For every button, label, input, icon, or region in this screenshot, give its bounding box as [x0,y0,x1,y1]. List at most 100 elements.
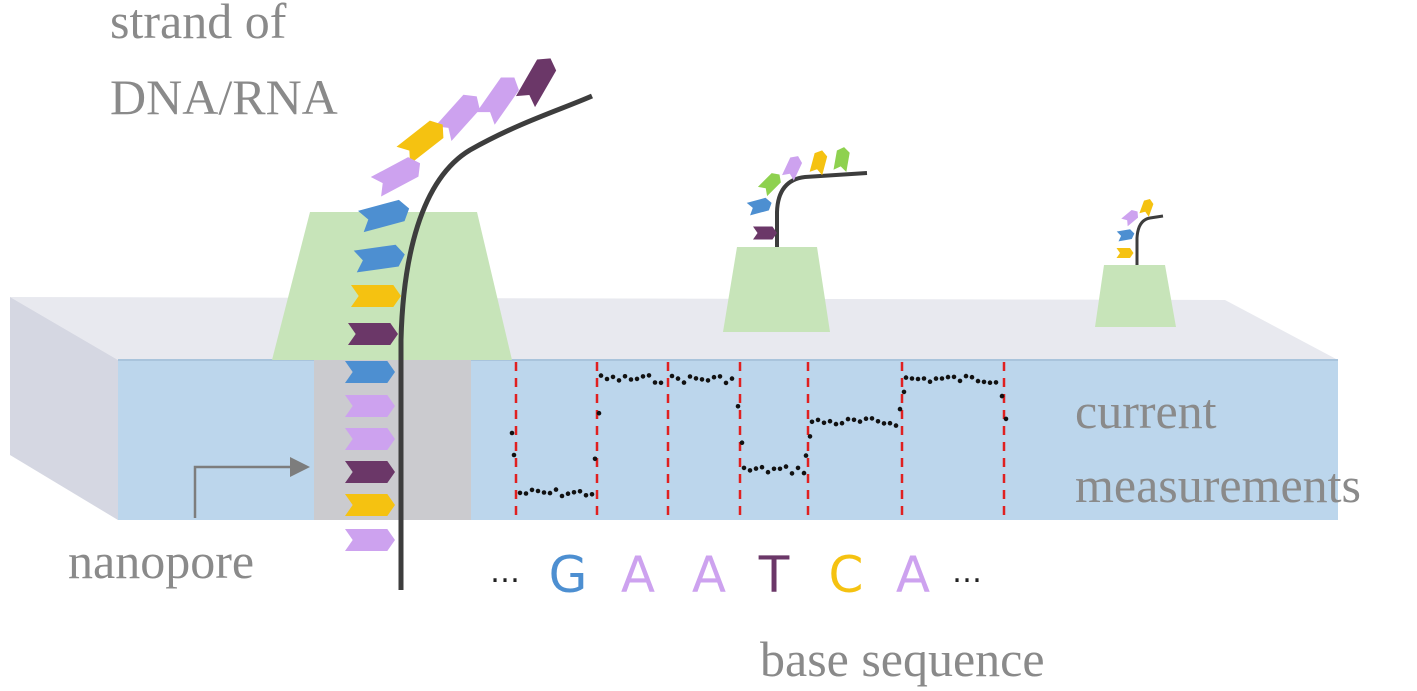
signal-dot [975,378,981,384]
signal-dot [839,420,845,426]
signal-dot [523,491,529,496]
signal-dot [801,470,807,476]
base-letter: T [758,546,790,604]
nucleotide-base [345,395,395,417]
signal-dot [511,452,517,458]
signal-dot [517,490,523,496]
signal-dot [957,378,963,384]
strand-label-line1: strand of [110,0,287,49]
strand-3-bases [1116,199,1154,258]
nucleotide-base [345,529,395,551]
signal-dot [699,377,705,382]
nucleotide-base [1116,229,1135,242]
signal-dot [771,466,777,472]
nucleotide-base [753,226,777,240]
signal-dot [541,490,547,495]
signal-dot [945,374,951,380]
signal-dot [729,376,735,381]
signal-dot [693,376,699,381]
signal-dot [553,487,559,492]
strand-label-line2: DNA/RNA [110,69,338,125]
signal-dot [921,376,927,381]
nucleotide-base [345,361,395,383]
base-letter: A [896,546,930,604]
nucleotide-base [476,77,519,125]
signal-dot [795,465,801,471]
signal-dot [658,380,664,386]
nucleotide-base [515,58,557,108]
signal-dot [821,420,827,426]
signal-dot [897,406,903,412]
signal-dot [807,434,813,439]
signal-dot [951,374,957,380]
signal-dot [999,393,1005,399]
signal-dot [628,377,634,382]
nucleotide-base [353,244,405,273]
signal-dot [717,374,723,379]
signal-dot [1003,416,1009,422]
signal-dot [652,380,658,385]
base-letter: G [549,546,588,604]
current-label-line1: current [1075,383,1217,439]
signal-dot [869,416,875,421]
signal-dot [887,420,893,426]
signal-dot [851,417,857,423]
signal-dot [893,423,899,428]
signal-dot [777,466,783,472]
pore-2-protein [723,247,830,332]
sequence-ellipsis-left: … [490,555,520,590]
signal-dot [803,453,809,458]
signal-dot [687,374,693,379]
signal-dot [711,374,717,380]
signal-dot [759,464,765,470]
signal-dot [993,380,999,385]
signal-dot [669,373,675,379]
signal-dot [881,421,887,426]
signal-dot [981,379,987,385]
main-strand-backbone [398,93,594,590]
signal-dot [535,488,541,494]
signal-dot [927,379,933,385]
strand-2 [775,171,868,247]
signal-dot [739,440,745,446]
membrane-side-face [10,297,118,520]
signal-dot [875,419,881,424]
signal-dot [723,380,729,386]
nucleotide-base [351,285,401,307]
signal-dot [933,376,939,381]
base-letter: A [621,546,655,604]
signal-dot [583,493,589,498]
nucleotide-base [345,461,395,483]
signal-dot [705,378,711,383]
current-label-line2: measurements [1075,457,1361,513]
strand-3 [1135,214,1164,265]
signal-dot [753,466,759,471]
signal-dot [571,490,577,495]
signal-dot [863,416,869,422]
signal-dot [577,489,583,494]
main-strand-bases [345,58,557,551]
nucleotide-base [345,428,395,450]
signal-dot [681,380,687,385]
signal-dot [939,376,945,381]
nucleotide-base [1139,199,1154,217]
nucleotide-base [1116,248,1134,258]
signal-dot [747,468,753,473]
signal-dot [789,471,795,476]
signal-dot [559,493,565,499]
nucleotide-base [746,197,772,216]
nucleotide-base [370,157,421,197]
signal-dot [903,375,909,380]
nucleotide-base [435,94,480,141]
signal-dot [589,492,595,497]
signal-dot [592,456,598,462]
signal-dot [547,490,553,496]
signal-dot [969,374,975,380]
signal-dot [735,404,741,409]
signal-dot [616,378,622,383]
signal-dot [640,374,646,379]
nanopore-pointer-arrow [193,457,310,518]
signal-dot [675,376,681,381]
signal-dot [915,376,921,382]
signal-dot [565,491,571,497]
